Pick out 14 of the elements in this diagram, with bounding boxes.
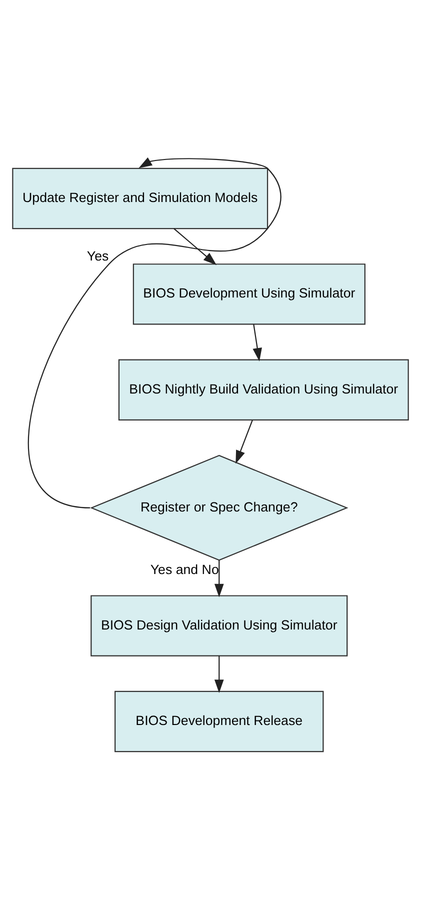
node-box: BIOS Development Using Simulator [132, 263, 366, 324]
node-box: Update Register and Simulation Models [12, 167, 268, 229]
arrow [174, 228, 217, 265]
arrow [252, 324, 262, 361]
node-box: BIOS Design Validation Using Simulator [90, 594, 348, 656]
arrow [236, 419, 253, 464]
arrow [214, 655, 224, 693]
node-diamond: Register or Spec Change? [90, 454, 348, 560]
arrow [214, 560, 224, 597]
edge-label: Yes [86, 248, 109, 263]
edge-label: Yes and No [150, 562, 219, 577]
node-box: BIOS Development Release [114, 690, 324, 752]
node-box: BIOS Nightly Build Validation Using Simulator [118, 358, 409, 420]
arrow [28, 156, 282, 508]
